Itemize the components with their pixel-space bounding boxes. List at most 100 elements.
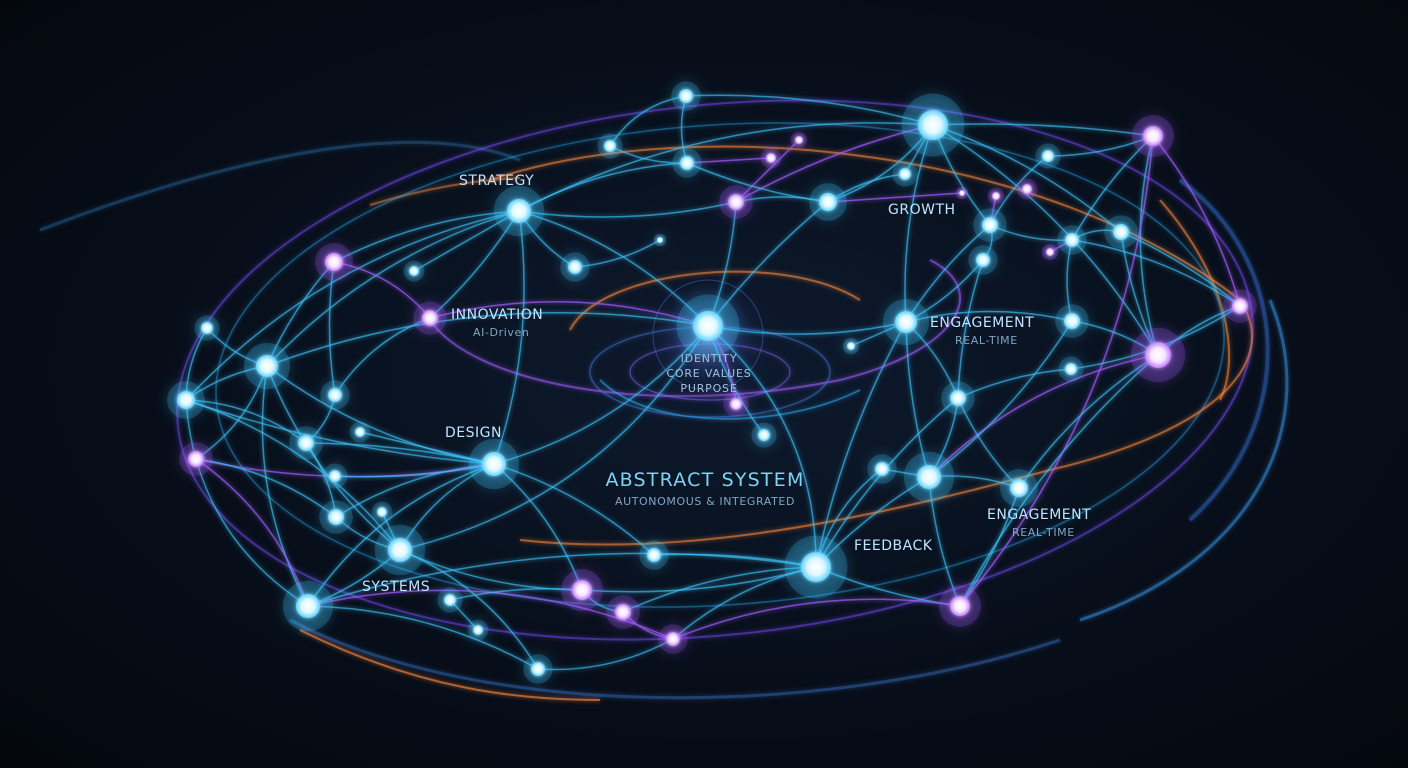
node-dot [766, 153, 776, 163]
node-dot [482, 452, 506, 476]
node-b3 [658, 624, 688, 654]
node-b1 [561, 569, 603, 611]
node-dot [1232, 298, 1248, 314]
node-dot [444, 594, 456, 606]
node-left2 [167, 381, 205, 419]
edge-strategy-growthHub [518, 122, 934, 212]
edge-pinkR-engBot [928, 354, 1159, 478]
node-dot [801, 552, 831, 582]
node-c3 [842, 337, 860, 355]
node-l4 [403, 260, 425, 282]
node-dot [895, 311, 917, 333]
node-dot [409, 266, 419, 276]
node-m5 [597, 133, 623, 159]
node-dot [950, 390, 966, 406]
node-dot [1046, 248, 1054, 256]
node-dot [355, 427, 365, 437]
node-dot [298, 435, 314, 451]
node-dot [982, 217, 998, 233]
node-l2 [319, 500, 353, 534]
edge-core-design [493, 325, 709, 465]
node-dot [1145, 342, 1171, 368]
label-innovation: INNOVATION [451, 307, 543, 323]
edge-pinkR-br [959, 354, 1159, 607]
node-g5 [1035, 143, 1061, 169]
edge-br-b3 [672, 598, 961, 640]
node-dot [950, 596, 970, 616]
node-dot [604, 140, 616, 152]
label-innovation-sub: AI-Driven [473, 326, 529, 339]
node-dot [1143, 126, 1163, 146]
node-left1 [243, 342, 291, 390]
node-labels: STRATEGY GROWTH INNOVATION AI-Driven ENG… [362, 173, 1091, 595]
node-dot [377, 507, 387, 517]
edge-m3-m2 [686, 162, 829, 203]
node-m2 [809, 183, 847, 221]
network-nodes [167, 81, 1257, 684]
node-left5 [194, 315, 220, 341]
node-strategy [493, 185, 545, 237]
label-engagement-bottom: ENGAGEMENT [987, 507, 1091, 523]
edge-strategy-design [493, 210, 525, 465]
edge-b5-b3 [537, 638, 674, 671]
node-dot [325, 253, 343, 271]
node-c2 [723, 391, 749, 417]
edge-strategy-left1 [266, 210, 520, 367]
edge-left1-bl [261, 365, 309, 607]
node-l5 [349, 421, 371, 443]
node-b2 [606, 595, 640, 629]
node-g4 [1055, 304, 1089, 338]
edge-growthHub-m4 [685, 94, 934, 126]
edge-engTop-feedback [815, 321, 907, 568]
node-l7 [371, 501, 393, 523]
node-g8 [1016, 178, 1038, 200]
edge-growthHub-pinkTR [932, 123, 1154, 137]
node-r2 [1058, 356, 1084, 382]
node-dot [531, 662, 545, 676]
node-dot [507, 199, 531, 223]
node-eb2 [1000, 469, 1038, 507]
node-innov [413, 301, 447, 335]
node-dot [728, 194, 744, 210]
node-dot [568, 260, 582, 274]
orbit-streaks [39, 140, 1289, 701]
node-dot [328, 509, 344, 525]
node-dot [1065, 363, 1077, 375]
node-s2 [790, 131, 808, 149]
edge-core-sys [399, 325, 709, 551]
node-dot [1022, 184, 1032, 194]
node-dot [666, 632, 680, 646]
node-s4 [1041, 243, 1059, 261]
node-g1 [973, 208, 1007, 242]
node-m3 [672, 148, 702, 178]
label-design: DESIGN [445, 425, 502, 441]
node-dot [917, 465, 941, 489]
node-dot [1010, 479, 1028, 497]
node-g2 [1057, 225, 1087, 255]
node-dot [657, 237, 663, 243]
node-dot [615, 604, 631, 620]
node-feedback [784, 535, 848, 599]
node-dot [647, 548, 661, 562]
node-pinkFR [1223, 289, 1257, 323]
node-engTop [882, 298, 930, 346]
node-dot [899, 168, 911, 180]
node-bl [282, 580, 334, 632]
node-left4 [315, 243, 353, 281]
node-dot [388, 538, 412, 562]
node-dot [1065, 233, 1079, 247]
node-g7 [892, 161, 918, 187]
node-l6 [322, 463, 348, 489]
node-g3 [1104, 215, 1138, 249]
edge-pinkR-eb2 [1018, 354, 1159, 489]
edge-innov-l3 [334, 317, 431, 396]
edge-strategy-left4 [333, 210, 520, 263]
label-engagement-top-sub: REAL-TIME [955, 334, 1018, 347]
label-engagement-top: ENGAGEMENT [930, 315, 1034, 331]
node-dot [976, 253, 990, 267]
label-feedback: FEEDBACK [854, 538, 933, 554]
node-dot [329, 470, 341, 482]
node-b6 [437, 587, 463, 613]
edge-core-left1 [266, 312, 709, 367]
node-s5 [987, 187, 1005, 205]
